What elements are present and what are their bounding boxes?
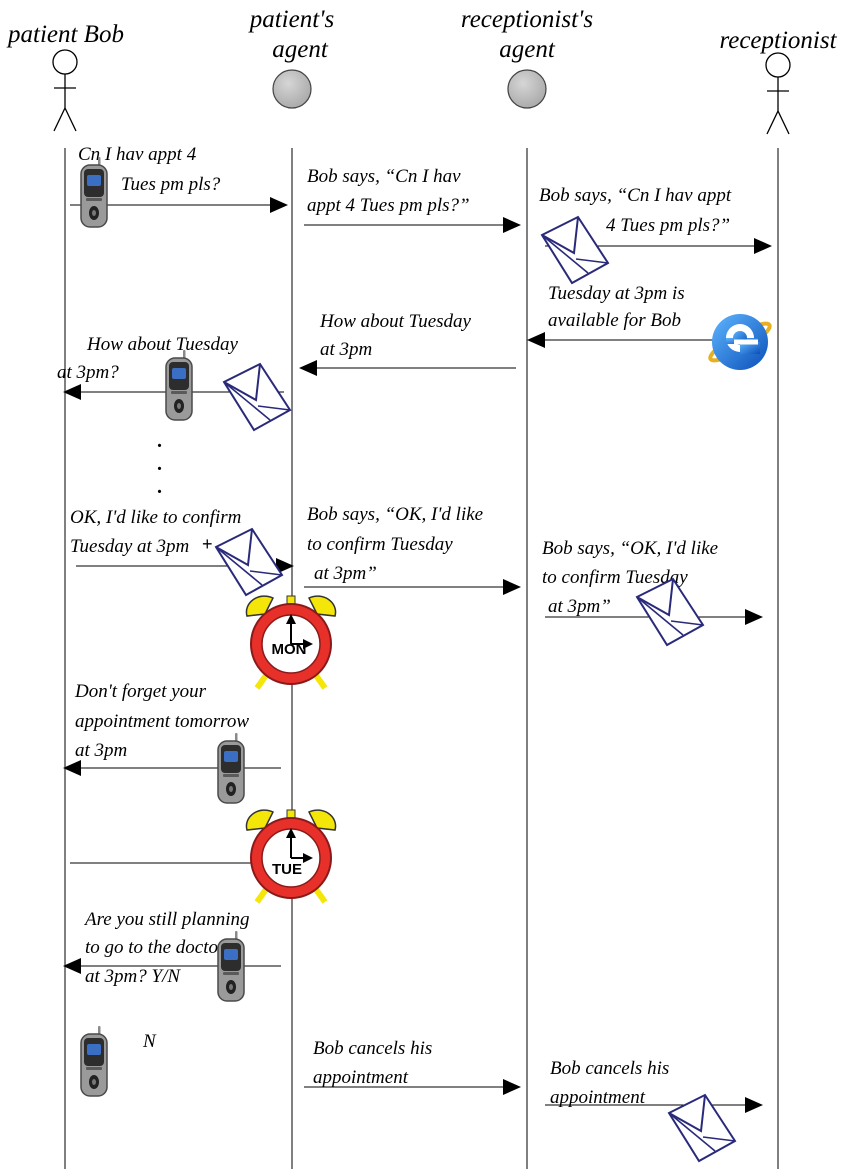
msg-m2-line1: Bob says, “Cn I hav (307, 166, 461, 187)
ellipsis-dot: . (157, 476, 162, 498)
patient-agent-header-line1: patient's (248, 6, 335, 33)
msg-m14-line1: Bob cancels his (550, 1058, 669, 1079)
msg-m8-line3: at 3pm” (314, 563, 377, 584)
msg-m4-line1: Tuesday at 3pm is (548, 283, 685, 304)
receptionist-agent-header-line1: receptionist's (461, 6, 593, 33)
envelope-icon (223, 363, 291, 431)
msg-m10-line3: at 3pm (75, 740, 127, 761)
msg-m6-line1: How about Tuesday (86, 334, 239, 355)
mobile-phone-icon (80, 1025, 108, 1097)
alarm-clock-icon: TUE (246, 810, 335, 902)
receptionist-header: receptionist (719, 27, 837, 54)
msg-m11-line1: Are you still planning (83, 909, 249, 930)
mobile-phone-icon (217, 930, 245, 1002)
alarm-clock-icon: MON (246, 596, 335, 688)
receptionist-agent-header-line2: agent (499, 36, 556, 63)
plus-mark: + (202, 534, 213, 554)
ellipsis-dot: . (157, 453, 162, 475)
msg-m8-line2: to confirm Tuesday (307, 534, 453, 555)
envelope-icon (541, 216, 609, 284)
internet-explorer-icon (708, 314, 772, 370)
msg-m9-line1: Bob says, “OK, I'd like (542, 538, 718, 559)
mobile-phone-icon (217, 732, 245, 804)
msg-m13-line2: appointment (313, 1067, 409, 1088)
msg-m12-line1: N (142, 1031, 157, 1052)
stick-figure-icon (765, 52, 791, 135)
envelope-icon (636, 578, 704, 646)
mobile-phone-icon (80, 156, 108, 228)
msg-m1-line1: Cn I hav appt 4 (78, 144, 197, 165)
msg-m5-line2: at 3pm (320, 339, 372, 360)
msg-m10-line2: appointment tomorrow (75, 711, 249, 732)
ellipsis-dot: . (157, 430, 162, 452)
msg-m5-line1: How about Tuesday (319, 311, 472, 332)
stick-figure-icon (52, 49, 78, 132)
clock-day-label: TUE (272, 861, 302, 878)
msg-m3-line1: Bob says, “Cn I hav appt (539, 185, 732, 206)
msg-m11-line3: at 3pm? Y/N (85, 966, 181, 987)
msg-m1-line2: Tues pm pls? (121, 174, 221, 195)
agent-circle-icon (507, 69, 547, 109)
msg-m6-line2: at 3pm? (57, 362, 119, 383)
envelope-icon (215, 528, 283, 596)
msg-m4-line2: available for Bob (548, 310, 681, 331)
msg-m7-line2: Tuesday at 3pm (70, 536, 189, 557)
msg-m3-line2: 4 Tues pm pls?” (606, 215, 730, 236)
patient-header: patient Bob (6, 21, 124, 48)
msg-m9-line3: at 3pm” (548, 596, 611, 617)
msg-m9-line2: to confirm Tuesday (542, 567, 688, 588)
msg-m2-line2: appt 4 Tues pm pls?” (307, 195, 470, 216)
msg-m13-line1: Bob cancels his (313, 1038, 432, 1059)
clock-day-label: MON (272, 641, 307, 658)
patient-agent-header-line2: agent (272, 36, 329, 63)
msg-m11-line2: to go to the doctors (85, 937, 233, 958)
msg-m14-line2: appointment (550, 1087, 646, 1108)
mobile-phone-icon (165, 349, 193, 421)
msg-m10-line1: Don't forget your (74, 681, 207, 702)
msg-m8-line1: Bob says, “OK, I'd like (307, 504, 483, 525)
msg-m7-line1: OK, I'd like to confirm (70, 507, 241, 528)
agent-circle-icon (272, 69, 312, 109)
